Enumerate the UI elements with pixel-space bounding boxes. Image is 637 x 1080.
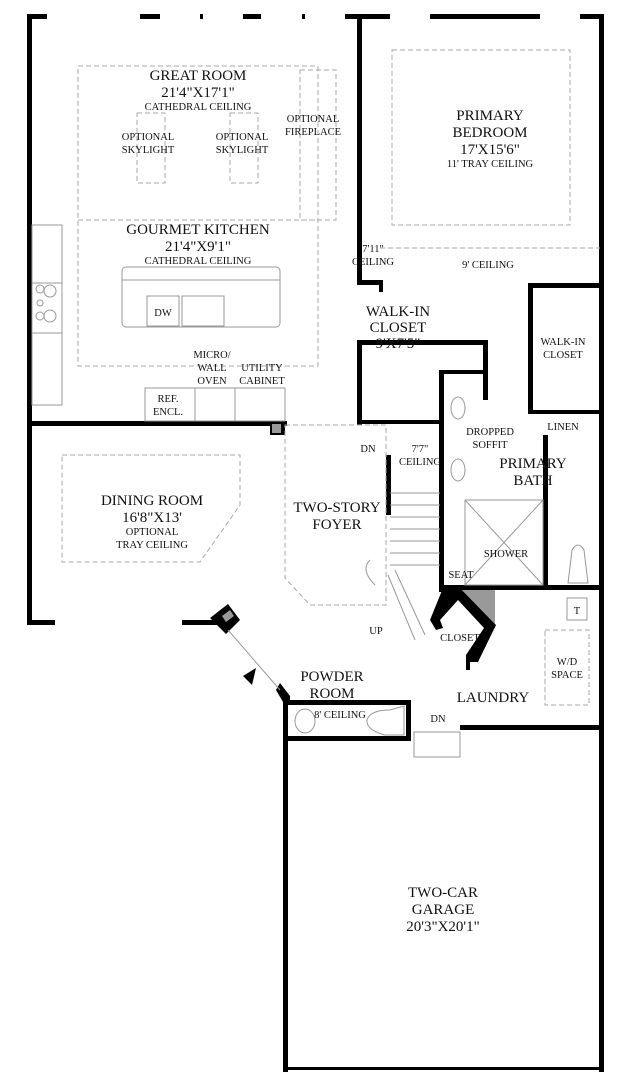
skylight-label: SKYLIGHT [122,145,175,156]
column [272,424,281,433]
dishwasher-label: DW [154,308,172,319]
appliance-label: CABINET [239,376,285,387]
linen-label: LINEN [547,422,579,433]
ceiling-label: 8' CEILING [314,710,366,721]
room-name: WALK-IN [366,304,430,320]
soffit-label: DROPPED [466,427,514,438]
appliance-label: UTILITY [241,363,283,374]
appliance-label: ENCL. [153,407,183,418]
room-size: 17'X15'6" [460,142,520,158]
room-size: 21'4"X17'1" [161,85,234,101]
ceiling-label: CEILING [352,257,394,268]
room-name: PRIMARY [456,108,524,124]
room-name: LAUNDRY [457,690,530,706]
wd-label: W/D [557,657,578,668]
room-name: GARAGE [412,902,475,918]
room-name: TWO-CAR [408,885,478,901]
room-name: CLOSET [370,320,427,336]
room-size: 9'X7'5" [376,336,421,352]
t-label: T [574,606,581,617]
room-note: TRAY CEILING [116,540,188,551]
ceiling-label: 7'7" [412,444,429,455]
room-name: PRIMARY [499,456,567,472]
room-name: TWO-STORY [293,500,380,516]
room-note: CATHEDRAL CEILING [145,102,252,113]
seat-label: SEAT [448,570,474,581]
kitchen-label: GOURMET KITCHEN 21'4"X9'1" CATHEDRAL CEI… [126,222,270,319]
room-name: WALK-IN [541,337,586,348]
ceiling-label: CEILING [399,457,441,468]
ceiling-label: 7'11" [362,244,384,255]
appliance-label: OVEN [197,376,227,387]
closet-label: CLOSET [440,633,480,644]
stair-dn-label: DN [430,714,446,725]
entry-arrow-icon [243,668,256,685]
soffit-label: SOFFIT [472,440,508,451]
fireplace-label: FIREPLACE [285,127,341,138]
appliance-label: MICRO/ [193,350,230,361]
column [222,610,234,622]
primary-bedroom-label: PRIMARY BEDROOM 17'X15'6" 11' TRAY CEILI… [447,108,534,170]
appliance-label: WALL [197,363,226,374]
column [462,590,495,624]
room-note: OPTIONAL [126,527,179,538]
room-name: DINING ROOM [101,493,203,509]
skylight-label: OPTIONAL [216,132,269,143]
room-name: ROOM [309,686,354,702]
skylight-label: SKYLIGHT [216,145,269,156]
room-name: GREAT ROOM [150,68,247,84]
dining-room-label: DINING ROOM 16'8"X13' OPTIONAL TRAY CEIL… [101,493,203,551]
room-size: 20'3"X20'1" [406,919,479,935]
room-name: CLOSET [543,350,583,361]
garage-label: TWO-CAR GARAGE 20'3"X20'1" [406,885,479,935]
ceiling-label: 9' CEILING [462,260,514,271]
wd-label: SPACE [551,670,583,681]
appliance-label: REF. [157,394,178,405]
room-name: FOYER [312,517,361,533]
room-size: 16'8"X13' [122,510,182,526]
room-name: POWDER [300,669,363,685]
great-room-label: GREAT ROOM 21'4"X17'1" CATHEDRAL CEILING [145,68,252,113]
skylight-label: OPTIONAL [122,132,175,143]
stair-dn-label: DN [360,444,376,455]
room-note: CATHEDRAL CEILING [145,256,252,267]
room-size: 21'4"X9'1" [165,239,231,255]
fireplace-label: OPTIONAL [287,114,340,125]
stair-up-label: UP [369,626,383,637]
walls [27,14,604,1072]
room-name: BATH [513,473,552,489]
room-name: GOURMET KITCHEN [126,222,270,238]
room-note: 11' TRAY CEILING [447,159,534,170]
room-name: BEDROOM [452,125,527,141]
shower-label: SHOWER [484,549,528,560]
